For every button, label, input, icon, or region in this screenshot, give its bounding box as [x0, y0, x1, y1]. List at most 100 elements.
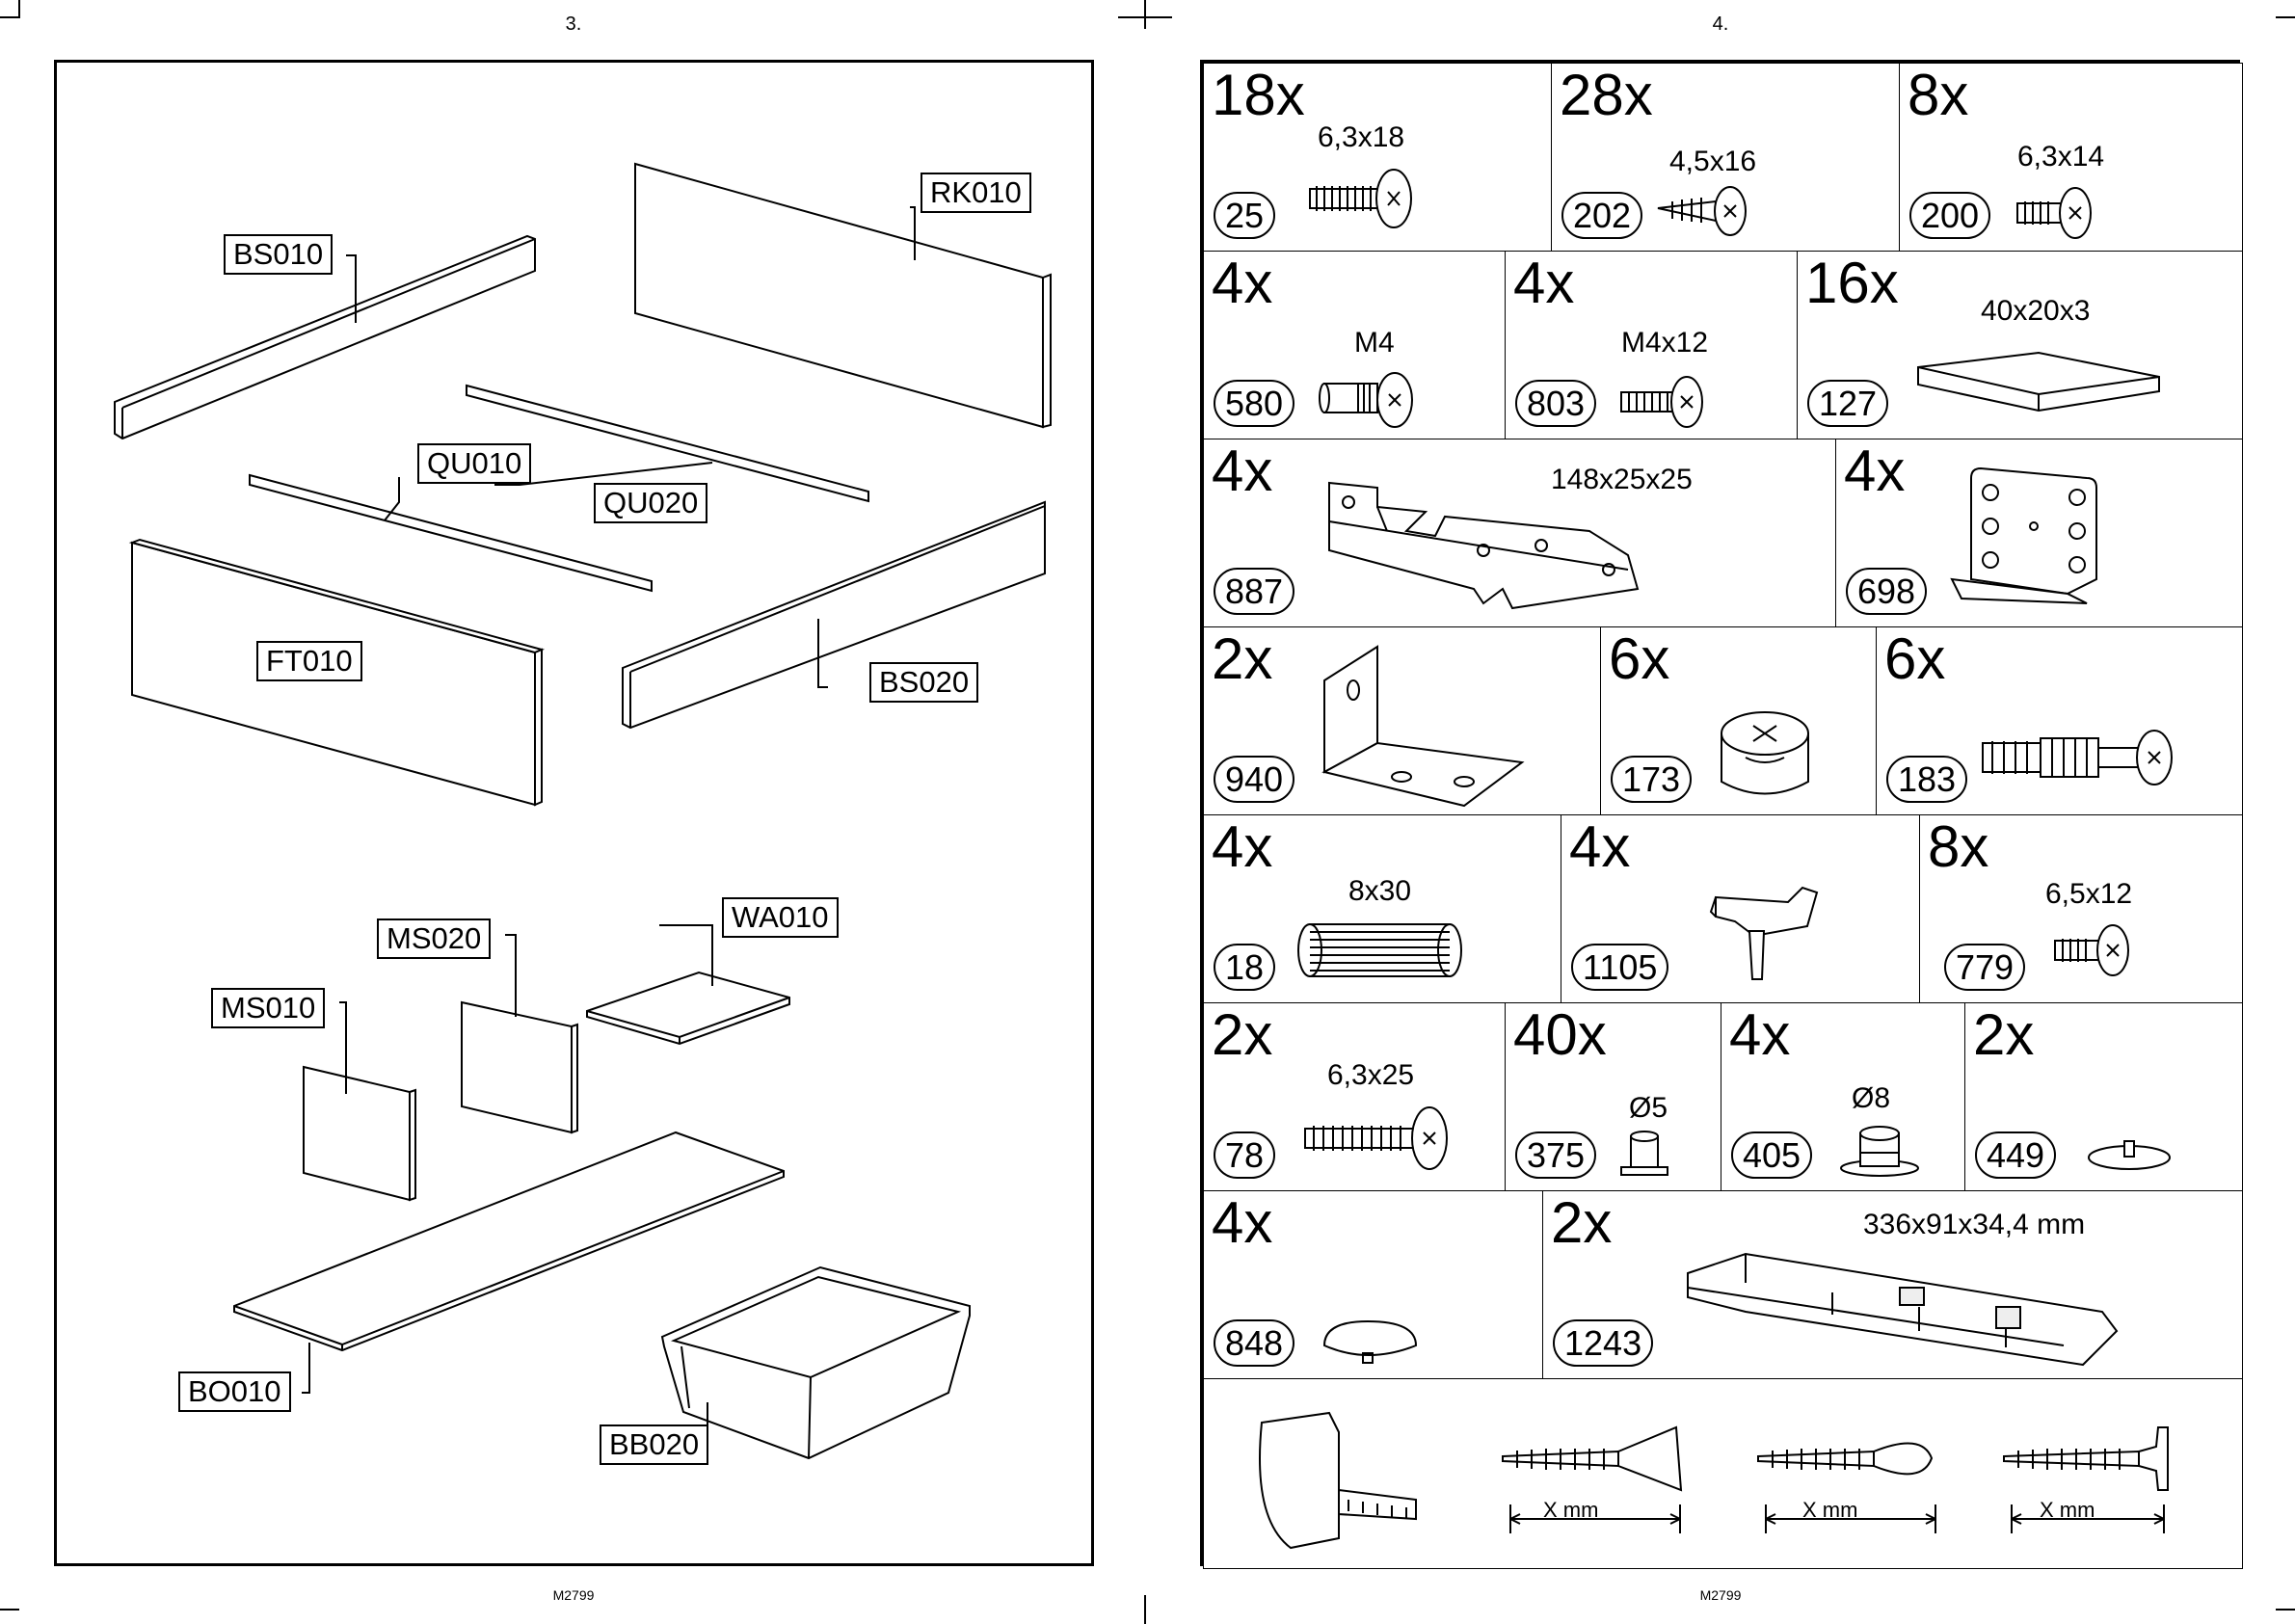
qty: 18x: [1212, 63, 1305, 127]
screw-measure-1: [1502, 1425, 1683, 1533]
dimension: 4,5x16: [1669, 146, 1757, 177]
screw-icon: [1657, 186, 1747, 236]
measure-label-1: X mm: [1543, 1498, 1599, 1522]
part-code: 698: [1846, 567, 1928, 615]
part-label-bb020: BB020: [600, 1424, 709, 1466]
dimension: 6,5x12: [2045, 878, 2133, 910]
hw-cell-1243: 2x 336x91x34,4 mm 1243: [1542, 1190, 2243, 1379]
qty: 4x: [1844, 439, 1906, 503]
measure-label-3: X mm: [2040, 1498, 2095, 1522]
dimension: 336x91x34,4 mm: [1863, 1209, 2086, 1240]
part-code: 848: [1214, 1318, 1295, 1367]
dimension: Ø8: [1852, 1082, 1891, 1114]
cam-bolt-icon: [1982, 730, 2173, 785]
dimension: 8x30: [1348, 875, 1412, 907]
hw-cell-803: 4x M4x12 803: [1505, 251, 1798, 439]
angle-bracket-icon: [1321, 645, 1525, 808]
part-label-ft010: FT010: [256, 641, 362, 682]
part-code: 375: [1515, 1131, 1597, 1179]
dimension: M4x12: [1621, 327, 1709, 359]
dimension: M4: [1354, 327, 1395, 359]
qty: 40x: [1513, 1002, 1607, 1067]
qty: 2x: [1212, 626, 1273, 691]
part-code: 18: [1214, 943, 1276, 991]
part-code: 25: [1214, 191, 1276, 239]
qty: 4x: [1212, 814, 1273, 879]
part-code: 127: [1807, 379, 1889, 427]
bolt-icon: [1620, 376, 1703, 428]
part-label-bs010: BS010: [224, 234, 334, 276]
cap-icon: [1322, 1319, 1418, 1364]
hw-cell-183: 6x 183: [1876, 626, 2243, 815]
qty: 2x: [1212, 1002, 1273, 1067]
qty: 4x: [1569, 814, 1631, 879]
dimension: Ø5: [1629, 1092, 1668, 1124]
part-label-qu010: QU010: [417, 443, 532, 485]
part-code: 183: [1886, 755, 1968, 803]
hw-cell-449: 2x 449: [1964, 1002, 2243, 1191]
part-code: 803: [1515, 379, 1597, 427]
hw-cell-580: 4x M4 580: [1203, 251, 1506, 439]
bracket-icon: [1328, 481, 1640, 610]
part-label-ms020: MS020: [377, 918, 492, 960]
dowel-icon: [1297, 923, 1462, 977]
hw-cell-173: 6x 173: [1600, 626, 1877, 815]
part-code: 1105: [1571, 943, 1669, 991]
qty: 2x: [1973, 1002, 2035, 1067]
dimension: 40x20x3: [1981, 295, 2091, 327]
part-label-bo010: BO010: [178, 1371, 291, 1413]
qty: 6x: [1884, 626, 1946, 691]
qty: 8x: [1928, 814, 1989, 879]
screw-measure-3: [2003, 1426, 2169, 1533]
right-page-footer: M2799: [1699, 1587, 1742, 1603]
part-label-wa010: WA010: [722, 897, 839, 939]
left-page-frame: RK010 BS010 QU010 QU020 FT010 BS020 MS02…: [54, 60, 1094, 1566]
part-code: 200: [1909, 191, 1991, 239]
hardware-table: 18x 6,3x18 25 28x 4,5x16 202 8x 6,3x14 2…: [1200, 60, 2243, 1569]
hw-cell-405: 4x Ø8 405: [1721, 1002, 1965, 1191]
hw-cell-779: 8x 6,5x12 779: [1919, 814, 2243, 1003]
part-code: 405: [1731, 1131, 1813, 1179]
hw-cell-940: 2x 940: [1203, 626, 1601, 815]
part-label-rk010: RK010: [921, 173, 1031, 214]
measuring-tool-icon: [1259, 1411, 1417, 1550]
hw-cell-202: 28x 4,5x16 202: [1551, 63, 1900, 252]
right-page-number: 4.: [1712, 13, 1729, 35]
measure-label-2: X mm: [1802, 1498, 1858, 1522]
glide-icon: [2088, 1140, 2171, 1170]
dimension: 6,3x14: [2017, 141, 2105, 173]
qty: 4x: [1212, 439, 1273, 503]
screw-icon: [2016, 187, 2092, 239]
part-code: 78: [1214, 1131, 1276, 1179]
insert-icon: [1840, 1126, 1919, 1177]
screw-icon: [2054, 924, 2129, 976]
part-code: 202: [1561, 191, 1643, 239]
qty: 28x: [1560, 63, 1653, 127]
qty: 2x: [1551, 1190, 1613, 1255]
hw-cell-25: 18x 6,3x18 25: [1203, 63, 1552, 252]
small-insert-icon: [1620, 1131, 1668, 1176]
cam-lock-icon: [1721, 711, 1809, 795]
qty: 6x: [1609, 626, 1670, 691]
dimension: 6,3x25: [1327, 1059, 1415, 1091]
screw-icon: [1304, 1106, 1448, 1170]
pad-icon: [1917, 351, 2160, 413]
hw-cell-78: 2x 6,3x25 78: [1203, 1002, 1506, 1191]
qty: 4x: [1212, 1190, 1273, 1255]
part-label-bs020: BS020: [869, 662, 979, 704]
left-page-number: 3.: [565, 13, 582, 35]
part-code: 580: [1214, 379, 1295, 427]
part-code: 173: [1611, 755, 1693, 803]
connector-bolt-icon: [1319, 372, 1413, 428]
qty: 8x: [1908, 63, 1969, 127]
hw-cell-18: 4x 8x30 18: [1203, 814, 1561, 1003]
hw-cell-200: 8x 6,3x14 200: [1899, 63, 2243, 252]
part-code: 940: [1214, 755, 1295, 803]
screw-measure-2: [1757, 1442, 1936, 1533]
plate-bracket-icon: [1950, 466, 2097, 604]
part-label-ms010: MS010: [211, 988, 326, 1029]
hw-cell-1105: 4x 1105: [1561, 814, 1920, 1003]
hw-cell-848: 4x 848: [1203, 1190, 1543, 1379]
hw-cell-887: 4x 148x25x25 887: [1203, 439, 1836, 627]
